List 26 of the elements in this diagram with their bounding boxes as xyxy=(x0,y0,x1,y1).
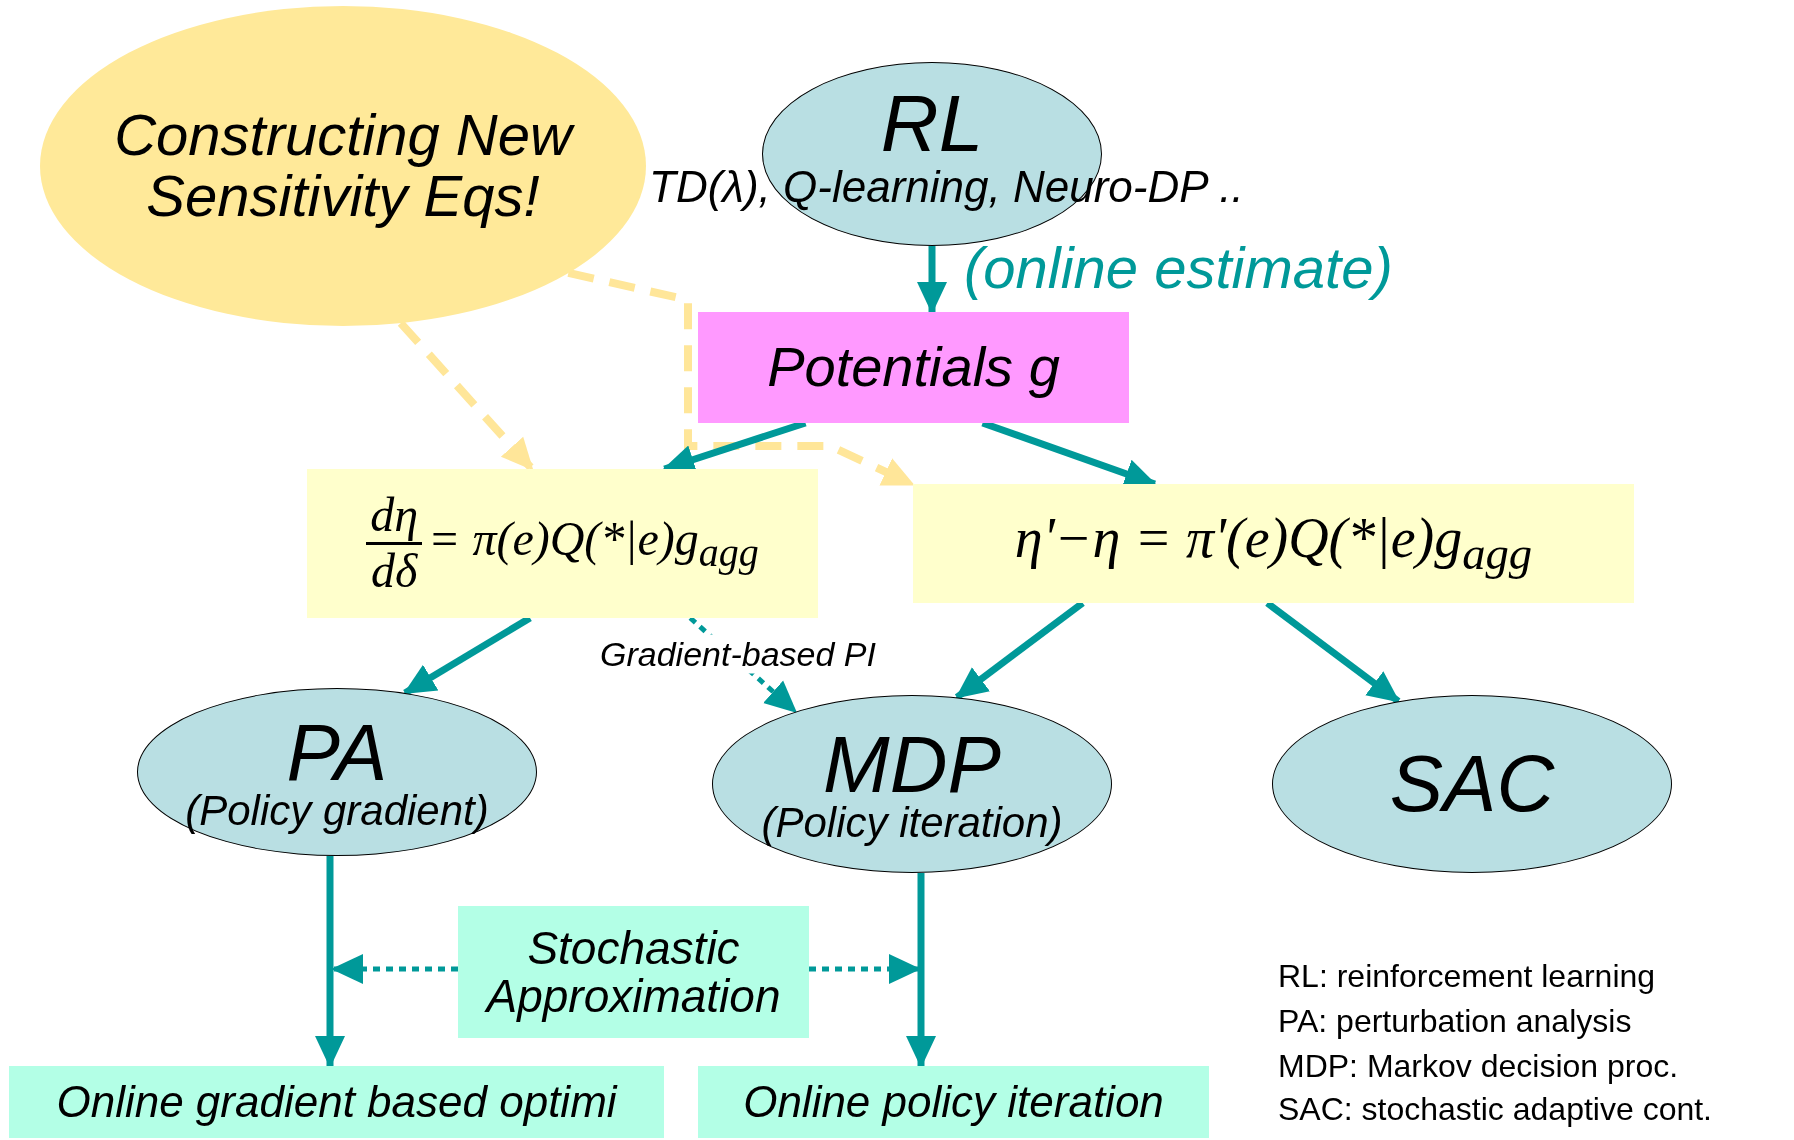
arrow xyxy=(315,855,345,1068)
abbreviation-note: PA: perturbation analysis xyxy=(1278,1003,1632,1040)
equation-box xyxy=(913,484,1634,603)
arrow xyxy=(917,246,947,314)
result-box xyxy=(9,1066,664,1138)
dashed-arrow xyxy=(331,954,458,984)
node-title: Potentials g xyxy=(767,338,1060,397)
dashed-arrow xyxy=(397,320,536,472)
equation-box xyxy=(307,469,818,618)
abbreviation-note: SAC: stochastic adaptive cont. xyxy=(1278,1091,1712,1128)
arrow xyxy=(906,872,936,1068)
potentials-box xyxy=(698,312,1129,423)
dashed-arrow xyxy=(567,269,915,489)
node-title: Online policy iteration xyxy=(743,1078,1164,1126)
note-text: (online estimate) xyxy=(964,234,1393,301)
equation-text: η'−η = π'(e)Q(*|e)g$_{agg}$ xyxy=(1014,508,1533,579)
node-title: SAC xyxy=(1389,742,1555,826)
node-title: RL xyxy=(880,82,984,166)
node-title: Online gradient based optimi xyxy=(56,1078,617,1126)
node-title: Constructing New Sensitivity Eqs! xyxy=(40,105,646,227)
method-box xyxy=(458,906,809,1038)
result-box xyxy=(698,1066,1209,1138)
abbreviation-note: MDP: Markov decision proc. xyxy=(1278,1048,1679,1085)
node-title: Stochastic Approximation xyxy=(483,923,782,1021)
dashed-arrow xyxy=(809,954,921,984)
abbreviation-note: RL: reinforcement learning xyxy=(1278,958,1656,995)
